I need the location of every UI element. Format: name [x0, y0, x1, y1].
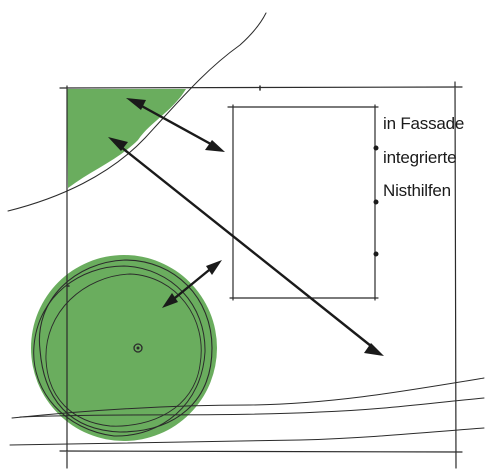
tree-outline-1 [38, 259, 213, 433]
arrow-tree-to-building [162, 260, 222, 308]
label-nisthilfen: Nisthilfen [383, 181, 451, 200]
boundary-ticks [66, 85, 261, 287]
contour-line-bottom-2 [19, 397, 485, 418]
contour-line-bottom-1 [11, 377, 485, 419]
arrow-corner-to-building [126, 98, 225, 152]
contour-line-top [7, 12, 267, 212]
label-in-fassade: in Fassade [383, 114, 465, 133]
facade-marker-1 [373, 145, 379, 151]
building-outline [227, 104, 379, 301]
arrow-diagonal-long [108, 137, 384, 356]
contour-line-bottom-3 [9, 427, 485, 446]
green-area-corner [67, 89, 186, 188]
property-boundary [59, 81, 463, 469]
facade-marker-3 [373, 251, 379, 257]
tree-outline-2 [33, 265, 206, 437]
facade-marker-2 [373, 199, 379, 205]
tree-trunk-dot [136, 346, 140, 350]
tree-outline-3 [45, 273, 202, 427]
label-integrierte: integrierte [383, 148, 457, 167]
tree-trunk-marker [133, 343, 143, 353]
